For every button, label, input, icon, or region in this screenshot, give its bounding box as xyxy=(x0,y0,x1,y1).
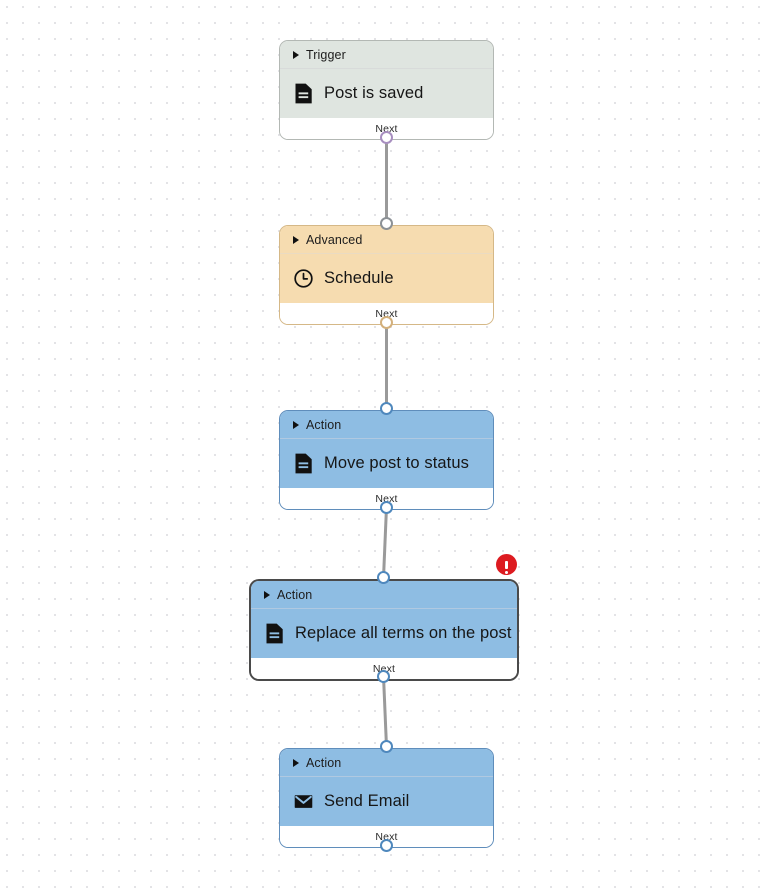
node-category-label: Advanced xyxy=(306,232,363,247)
clock-icon xyxy=(294,269,313,288)
node-footer-next[interactable]: Next xyxy=(280,826,493,847)
chevron-right-icon[interactable] xyxy=(293,50,299,59)
chevron-right-icon[interactable] xyxy=(293,758,299,767)
port-out-advanced[interactable] xyxy=(380,316,393,329)
chevron-right-icon[interactable] xyxy=(293,420,299,429)
port-out-send-email[interactable] xyxy=(380,839,393,852)
node-title: Move post to status xyxy=(324,454,469,472)
node-title: Schedule xyxy=(324,269,394,287)
node-title: Post is saved xyxy=(324,84,424,102)
port-out-replace-all-terms[interactable] xyxy=(377,670,390,683)
document-icon xyxy=(295,453,312,474)
node-header-action-email[interactable]: Action xyxy=(280,749,493,776)
node-header-trigger[interactable]: Trigger xyxy=(280,41,493,68)
port-out-move-post[interactable] xyxy=(380,501,393,514)
workflow-node-trigger-post-is-saved[interactable]: Trigger Post is saved Next xyxy=(279,40,494,140)
node-body-trigger[interactable]: Post is saved xyxy=(280,69,493,118)
node-body-action-move[interactable]: Move post to status xyxy=(280,439,493,488)
connector-replace-to-email xyxy=(382,675,388,748)
port-out-trigger[interactable] xyxy=(380,131,393,144)
workflow-node-action-send-email[interactable]: Action Send Email Next xyxy=(279,748,494,848)
node-footer-next[interactable]: Next xyxy=(280,303,493,324)
workflow-node-advanced-schedule[interactable]: Advanced Schedule Next xyxy=(279,225,494,325)
node-header-action-move[interactable]: Action xyxy=(280,411,493,438)
node-divider xyxy=(280,253,493,254)
error-badge-replace-all-terms[interactable] xyxy=(496,554,517,575)
port-in-move-post[interactable] xyxy=(380,402,393,415)
node-body-advanced[interactable]: Schedule xyxy=(280,254,493,303)
node-category-label: Action xyxy=(306,755,342,770)
chevron-right-icon[interactable] xyxy=(293,235,299,244)
node-divider xyxy=(280,438,493,439)
chevron-right-icon[interactable] xyxy=(264,590,270,599)
node-category-label: Trigger xyxy=(306,47,346,62)
node-category-label: Action xyxy=(277,587,313,602)
exclamation-icon xyxy=(504,560,509,574)
port-in-replace-all-terms[interactable] xyxy=(377,571,390,584)
node-header-action-replace[interactable]: Action xyxy=(251,581,517,608)
node-footer-next[interactable]: Next xyxy=(280,488,493,509)
node-title: Replace all terms on the post xyxy=(295,624,512,642)
node-body-action-email[interactable]: Send Email xyxy=(280,777,493,826)
port-in-send-email[interactable] xyxy=(380,740,393,753)
node-divider xyxy=(280,68,493,69)
node-divider xyxy=(251,608,517,609)
workflow-node-action-move-post-to-status[interactable]: Action Move post to status Next xyxy=(279,410,494,510)
node-header-advanced[interactable]: Advanced xyxy=(280,226,493,253)
workflow-node-action-replace-all-terms[interactable]: Action Replace all terms on the post Nex… xyxy=(249,579,519,681)
document-icon xyxy=(266,623,283,644)
node-divider xyxy=(280,776,493,777)
connector-move-to-replace xyxy=(382,506,388,579)
node-footer-next[interactable]: Next xyxy=(280,118,493,139)
port-in-advanced[interactable] xyxy=(380,217,393,230)
node-category-label: Action xyxy=(306,417,342,432)
node-title: Send Email xyxy=(324,792,410,810)
envelope-icon xyxy=(294,795,313,808)
document-icon xyxy=(295,83,312,104)
node-body-action-replace[interactable]: Replace all terms on the post xyxy=(251,609,517,658)
